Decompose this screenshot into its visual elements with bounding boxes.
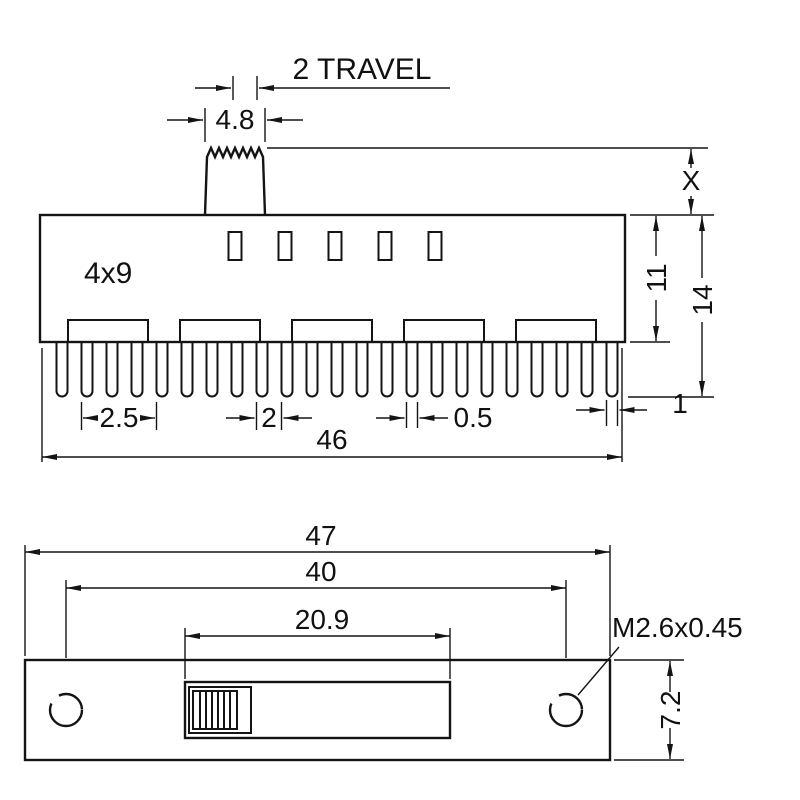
- dim-slot-length: [184, 628, 451, 679]
- thread-leader-line: [577, 646, 620, 696]
- knob-height-label: X: [682, 165, 701, 196]
- slot-length-label: 20.9: [295, 604, 350, 635]
- actuator-knob: [203, 145, 267, 216]
- actuator-slot: [183, 680, 452, 740]
- body-height-label: 11: [641, 263, 672, 292]
- dim-knob-width: [167, 108, 303, 142]
- dim-travel: [195, 76, 450, 100]
- detent-slot: [277, 231, 293, 261]
- knurl-lines: [199, 691, 231, 729]
- standoff-tab: [179, 319, 261, 343]
- flange-width-label: 47: [305, 520, 336, 551]
- terminal-pins: [55, 341, 619, 398]
- mounting-hole-right: [548, 692, 584, 728]
- terminal-thickness-label: 0.5: [454, 402, 493, 433]
- dim-terminal-pitch: [80, 402, 158, 430]
- dim-terminal-end: [576, 400, 647, 426]
- standoff-tab: [403, 319, 485, 343]
- detent-slot: [227, 231, 243, 261]
- dim-hole-spacing: [65, 580, 567, 658]
- standoff-tab: [515, 319, 597, 343]
- flange-height-label: 7.2: [655, 691, 686, 730]
- dim-body-width: [41, 348, 623, 462]
- detent-slot: [327, 231, 343, 261]
- standoff-tab: [67, 319, 149, 343]
- mounting-hole-left: [48, 692, 84, 728]
- travel-label: 2 TRAVEL: [293, 53, 432, 86]
- terminal-pitch-label: 2.5: [100, 402, 139, 433]
- terminal-end-label: 1: [672, 388, 688, 419]
- detent-slot: [377, 231, 393, 261]
- overall-height-label: 14: [687, 284, 718, 315]
- right-extension-lines: [267, 147, 714, 398]
- part-marking-label: 4x9: [84, 257, 132, 290]
- standoff-tab: [291, 319, 373, 343]
- slider-knob: [188, 686, 252, 734]
- terminal-spacing-label: 2: [261, 402, 277, 433]
- detent-slot: [427, 231, 443, 261]
- dim-flange-height: [614, 659, 684, 761]
- thread-spec-label: M2.6x0.45: [612, 612, 743, 643]
- dim-flange-width: [24, 545, 611, 656]
- body-width-label: 46: [316, 424, 347, 455]
- dim-terminal-spacing: [226, 402, 312, 430]
- hole-spacing-label: 40: [305, 556, 336, 587]
- top-view-drawing: 4x9 2 TRAVEL 4.8 X: [38, 53, 718, 462]
- front-view-drawing: 47 40 20.9 M2.6x0.45 7.2: [23, 520, 743, 762]
- detent-slots: [227, 231, 443, 261]
- knob-width-label: 4.8: [216, 104, 255, 135]
- mounting-flange: [23, 658, 612, 762]
- standoff-tabs: [67, 319, 597, 343]
- dim-terminal-thickness: [376, 402, 448, 428]
